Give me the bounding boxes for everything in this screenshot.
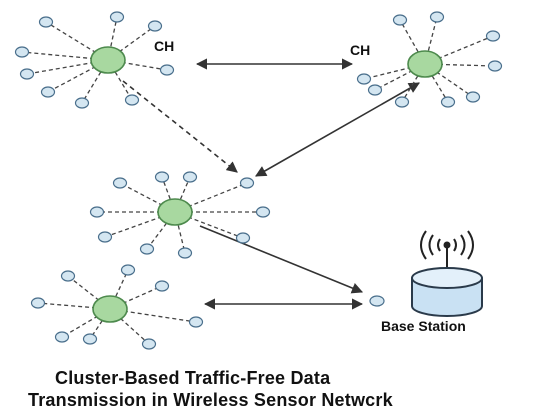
clusters-layer	[14, 11, 503, 350]
links-layer	[122, 58, 420, 310]
sensor-node	[112, 177, 128, 189]
sensor-node	[38, 16, 54, 28]
cluster-bottom-left	[30, 264, 204, 350]
base-station-icon	[411, 230, 483, 317]
sensor-node	[182, 171, 198, 183]
cluster-head-label: CH	[350, 42, 371, 58]
topleft-to-middle-link	[122, 80, 238, 173]
dashed-link	[161, 176, 176, 213]
sensor-node	[394, 96, 410, 108]
sensor-node	[120, 264, 136, 276]
sensor-node	[141, 338, 157, 350]
sensor-node	[54, 331, 70, 343]
caption-line-2: Transmission in Wireless Sensor Netwcrk	[28, 390, 393, 410]
dashed-link	[174, 182, 248, 213]
cluster-top-left	[14, 11, 175, 109]
wireless-signal-icon	[420, 230, 474, 260]
sensor-node	[177, 247, 193, 259]
sensor-node	[154, 171, 170, 183]
middle-to-relay-link	[199, 225, 364, 294]
sensor-node	[109, 11, 125, 23]
dashed-link	[37, 302, 111, 310]
dashed-link	[424, 63, 496, 67]
sensor-node	[19, 68, 35, 80]
dashed-link	[174, 211, 244, 239]
caption-line-1: Cluster-Based Traffic-Free Data	[55, 368, 331, 388]
ch-to-middle-link	[255, 82, 420, 177]
sensor-node	[147, 20, 163, 32]
dashed-link	[174, 176, 191, 213]
cluster-middle	[89, 171, 271, 259]
dashed-link	[104, 211, 176, 238]
sensor-node	[154, 280, 170, 292]
cluster-top-right	[356, 11, 503, 108]
sensor-node	[487, 60, 503, 72]
sensor-node	[235, 232, 251, 244]
sensor-node	[60, 270, 76, 282]
sensor-node	[440, 96, 456, 108]
sensor-node	[485, 30, 501, 42]
sensor-node	[82, 333, 98, 345]
sensor-node	[367, 84, 383, 96]
dashed-link	[424, 35, 494, 65]
dashed-link	[47, 59, 109, 93]
sensor-node	[159, 64, 175, 76]
cluster-head-label: CH	[154, 38, 175, 54]
sensor-node	[429, 11, 445, 23]
sensor-node	[124, 94, 140, 106]
sensor-node	[30, 297, 46, 309]
cluster-head-node	[407, 50, 443, 78]
dashed-link	[45, 21, 109, 61]
sensor-node	[14, 46, 30, 58]
sensor-node	[392, 14, 408, 26]
sensor-node	[40, 86, 56, 98]
base-station-label: Base Station	[381, 318, 466, 334]
sensor-node	[188, 316, 204, 328]
sensor-node	[74, 97, 90, 109]
cluster-head-node	[157, 198, 193, 226]
relay-node	[369, 295, 385, 307]
dashed-link	[89, 308, 111, 340]
sensor-node	[139, 243, 155, 255]
sensor-node	[89, 206, 105, 218]
cluster-head-node	[92, 295, 128, 323]
sensor-node	[356, 73, 372, 85]
sensor-node	[465, 91, 481, 103]
sensor-node	[255, 206, 271, 218]
sensor-node	[97, 231, 113, 243]
cluster-head-node	[90, 46, 126, 74]
sensor-node	[239, 177, 255, 189]
